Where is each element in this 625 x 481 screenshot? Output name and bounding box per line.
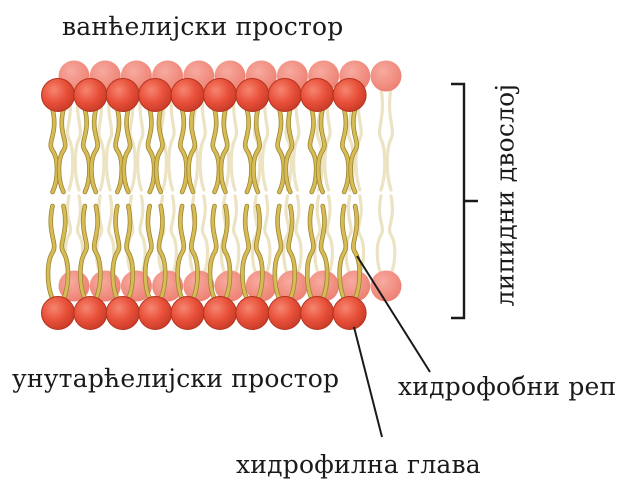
back-tail — [390, 196, 395, 274]
back-tail — [296, 196, 301, 274]
bilayer-bracket — [451, 84, 478, 318]
front-head — [139, 79, 172, 112]
front-head — [236, 297, 269, 330]
front-head — [333, 79, 366, 112]
front-head — [74, 297, 107, 330]
back-tail — [387, 88, 392, 190]
front-head — [236, 79, 269, 112]
intracellular-space-label: унутарћелијски простор — [12, 366, 339, 391]
back-head — [371, 61, 402, 92]
front-head — [106, 297, 139, 330]
front-head — [171, 79, 204, 112]
front-head — [106, 79, 139, 112]
hydrophilic-head-label: хидрофилна глава — [236, 452, 481, 477]
back-tail — [380, 88, 385, 190]
front-head — [268, 297, 301, 330]
front-head — [301, 79, 334, 112]
back-tail — [234, 196, 239, 274]
head-pointer-line — [354, 327, 382, 437]
back-tail — [171, 196, 176, 274]
front-head — [139, 297, 172, 330]
front-head — [301, 297, 334, 330]
extracellular-space-label: ванћелијски простор — [62, 14, 343, 39]
front-head — [74, 79, 107, 112]
front-head — [333, 297, 366, 330]
back-tail — [346, 196, 351, 274]
hydrophobic-tail-label: хидрофобни реп — [398, 374, 616, 399]
back-tail — [315, 196, 320, 274]
back-tail — [202, 196, 207, 274]
front-head — [171, 297, 204, 330]
front-head — [204, 79, 237, 112]
front-head — [42, 79, 75, 112]
back-tail — [265, 196, 270, 274]
back-tail — [377, 196, 382, 274]
back-tail — [284, 196, 289, 274]
front-head — [268, 79, 301, 112]
front-head — [204, 297, 237, 330]
front-head — [42, 297, 75, 330]
lipid-bilayer-label: липидни двослој — [493, 84, 518, 307]
